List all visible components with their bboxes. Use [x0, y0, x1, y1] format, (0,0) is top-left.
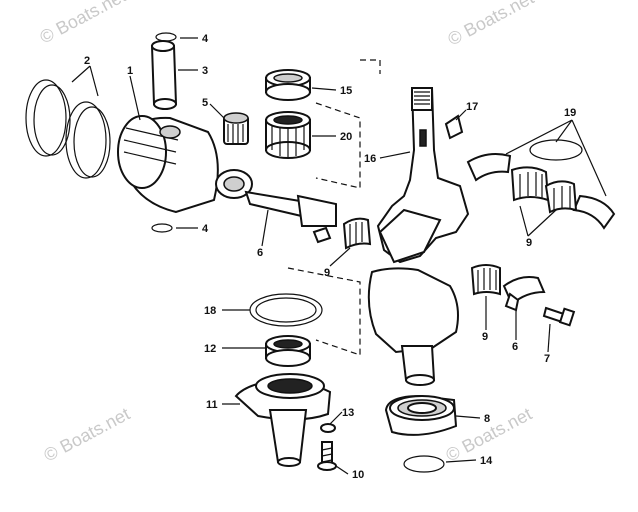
callout-20: 20 [340, 131, 352, 143]
callout-9-upper: 9 [526, 237, 532, 249]
crank-seal-bottom [265, 335, 311, 367]
callout-10: 10 [352, 469, 364, 481]
bearing-cage-rod [342, 217, 372, 250]
callout-7: 7 [544, 353, 550, 365]
callout-17: 17 [466, 101, 478, 113]
callout-6-rod: 6 [257, 247, 263, 259]
snap-ring [403, 455, 445, 473]
callout-5: 5 [202, 97, 208, 109]
callout-9-rod: 9 [324, 267, 330, 279]
piston-rings [25, 79, 111, 179]
watermark-top-left: © Boats.net [36, 0, 129, 48]
lower-bearing-housing [234, 373, 332, 467]
wrist-pin [150, 40, 178, 110]
callout-3: 3 [202, 65, 208, 77]
crank-seal-top [265, 69, 311, 101]
watermark-top-right: © Boats.net [444, 0, 537, 50]
callout-19: 19 [564, 107, 576, 119]
retaining-ring-top [155, 32, 177, 42]
callout-13: 13 [342, 407, 354, 419]
crankshaft [367, 87, 470, 386]
callout-4-top: 4 [202, 33, 209, 45]
retaining-ring-bottom [151, 223, 173, 233]
small-end-bearing [223, 112, 249, 145]
bearing-cage-upper [510, 166, 578, 214]
callout-2: 2 [84, 55, 90, 67]
callout-1: 1 [127, 65, 133, 77]
woodruff-key [444, 114, 464, 140]
callout-15: 15 [340, 85, 352, 97]
callout-6-cap: 6 [512, 341, 518, 353]
callout-8: 8 [484, 413, 490, 425]
callout-labels: 1 2 3 4 4 5 6 15 20 16 17 19 9 9 9 6 7 1… [84, 33, 576, 481]
callout-9-lower: 9 [482, 331, 488, 343]
leader-lines [71, 37, 607, 475]
callout-16: 16 [364, 153, 376, 165]
watermark-bottom-left: © Boats.net [40, 404, 133, 466]
piston [117, 115, 219, 214]
o-ring [249, 293, 323, 327]
upper-main-bearing [265, 111, 311, 159]
housing-screw [317, 441, 337, 471]
rod-cap-screw [542, 306, 576, 327]
assembly-line-upper [315, 59, 381, 189]
connecting-rod [215, 169, 337, 244]
bearing-cage-lower [470, 264, 501, 296]
callout-11: 11 [206, 399, 218, 411]
callout-14: 14 [480, 455, 493, 467]
rod-cap [502, 276, 546, 312]
lock-washer [320, 423, 336, 433]
callout-18: 18 [204, 305, 216, 317]
bearing-races [466, 139, 616, 230]
callout-4-bottom: 4 [202, 223, 209, 235]
callout-12: 12 [204, 343, 216, 355]
ball-bearing [384, 394, 458, 436]
